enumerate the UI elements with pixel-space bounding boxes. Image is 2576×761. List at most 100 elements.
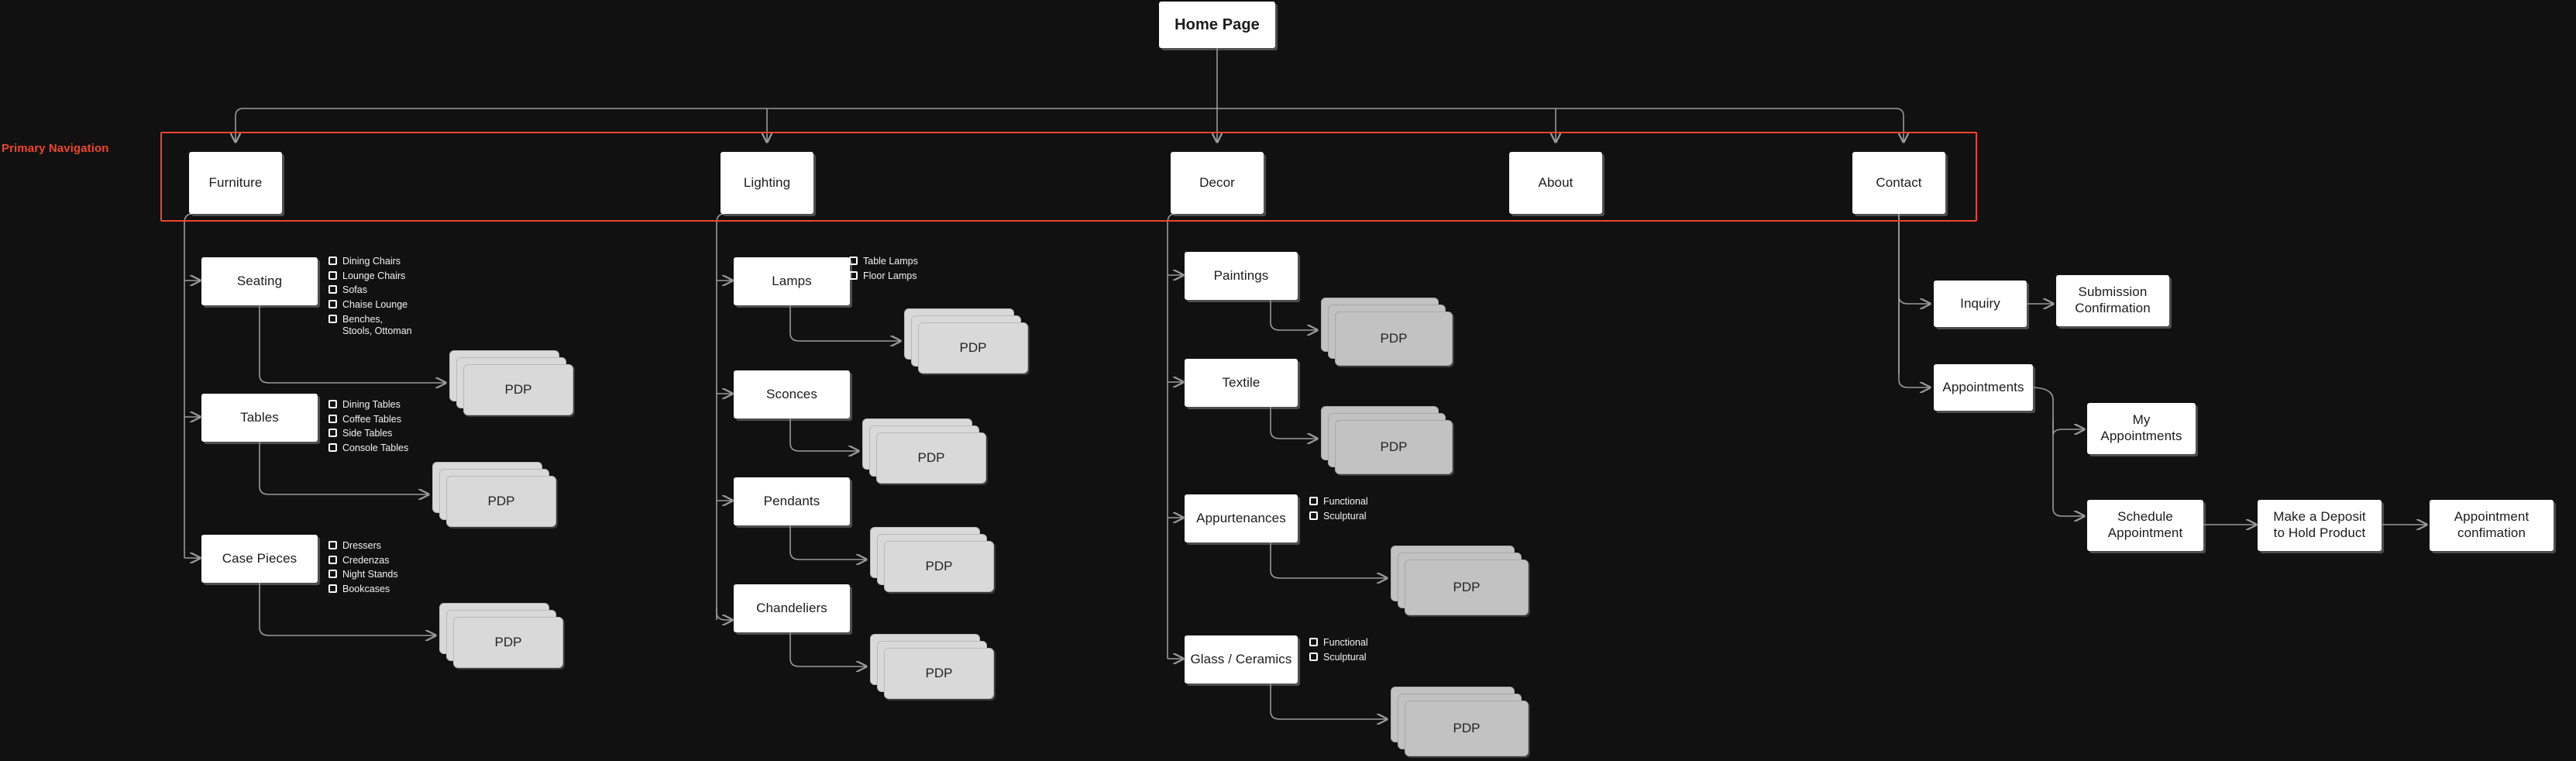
node-tables[interactable]: Tables <box>201 394 318 442</box>
checkbox-icon[interactable] <box>1309 511 1318 520</box>
checkbox-icon[interactable] <box>328 541 337 549</box>
checklist-item[interactable]: Sculptural <box>1309 511 1368 523</box>
checkbox-icon[interactable] <box>328 570 337 579</box>
checkbox-icon[interactable] <box>328 414 337 423</box>
checkbox-icon[interactable] <box>328 257 337 265</box>
checklist-glass-ceramics: Functional Sculptural <box>1309 637 1368 663</box>
node-textile[interactable]: Textile <box>1185 359 1298 407</box>
checkbox-icon[interactable] <box>328 429 337 438</box>
pdp-card-front[interactable]: PDP <box>876 432 986 484</box>
pdp-stack-lamps[interactable]: PDP <box>904 308 1028 374</box>
checkbox-icon[interactable] <box>328 285 337 294</box>
pdp-card-front[interactable]: PDP <box>884 541 994 592</box>
checkbox-icon[interactable] <box>328 555 337 564</box>
checklist-item-label: Sculptural <box>1323 510 1367 522</box>
node-inquiry[interactable]: Inquiry <box>1934 281 2027 327</box>
pdp-card-front[interactable]: PDP <box>884 648 994 699</box>
checklist-item[interactable]: Console Tables <box>328 442 408 455</box>
checkbox-icon[interactable] <box>328 299 337 308</box>
node-home-page[interactable]: Home Page <box>1159 2 1275 48</box>
checklist-item-label: Side Tables <box>342 428 393 439</box>
checklist-lamps: Table Lamps Floor Lamps <box>849 256 918 282</box>
pdp-card-front[interactable]: PDP <box>1405 560 1529 615</box>
checklist-item[interactable]: Side Tables <box>328 428 408 440</box>
node-schedule-appointment[interactable]: Schedule Appointment <box>2087 500 2203 551</box>
checkbox-icon[interactable] <box>328 270 337 280</box>
checklist-item[interactable]: Coffee Tables <box>328 414 408 426</box>
checklist-item[interactable]: Functional <box>1309 637 1368 649</box>
checkbox-icon[interactable] <box>328 584 337 593</box>
node-furniture[interactable]: Furniture <box>189 152 282 214</box>
pdp-stack-textile[interactable]: PDP <box>1321 406 1454 477</box>
checklist-item[interactable]: Night Stands <box>328 569 398 581</box>
checklist-item-label: Sofas <box>342 284 367 296</box>
checkbox-icon[interactable] <box>1309 638 1318 646</box>
pdp-stack-seating[interactable]: PDP <box>449 350 573 415</box>
checklist-case-pieces: Dressers Credenzas Night Stands Bookcase… <box>328 540 398 596</box>
pdp-stack-pendants[interactable]: PDP <box>870 527 994 592</box>
node-submission-confirmation[interactable]: Submission Confirmation <box>2056 275 2169 326</box>
checkbox-icon[interactable] <box>1309 497 1318 505</box>
node-sconces[interactable]: Sconces <box>734 370 850 418</box>
checklist-item[interactable]: Credenzas <box>328 555 398 567</box>
node-pendants[interactable]: Pendants <box>734 477 850 525</box>
pdp-stack-sconces[interactable]: PDP <box>862 418 986 484</box>
checkbox-icon[interactable] <box>328 442 337 452</box>
checklist-item[interactable]: Floor Lamps <box>849 270 918 283</box>
node-my-appointments[interactable]: My Appointments <box>2087 403 2196 454</box>
pdp-card-front[interactable]: PDP <box>1335 312 1453 366</box>
checkbox-icon[interactable] <box>849 257 858 265</box>
node-appointment-confirmation[interactable]: Appointment confimation <box>2430 500 2554 551</box>
node-chandeliers[interactable]: Chandeliers <box>734 584 850 632</box>
checkbox-icon[interactable] <box>849 270 858 280</box>
checklist-item[interactable]: Dining Tables <box>328 399 408 411</box>
checklist-seating: Dining Chairs Lounge Chairs Sofas Chaise… <box>328 256 412 338</box>
checklist-appurtenances: Functional Sculptural <box>1309 496 1368 522</box>
pdp-stack-glass-ceramics[interactable]: PDP <box>1391 687 1530 761</box>
node-about[interactable]: About <box>1509 152 1602 214</box>
checklist-item[interactable]: Dressers <box>328 540 398 553</box>
pdp-card-front[interactable]: PDP <box>446 476 556 527</box>
checkbox-icon[interactable] <box>328 400 337 408</box>
checklist-item[interactable]: Benches, Stools, Ottoman <box>328 314 412 338</box>
checklist-item[interactable]: Dining Chairs <box>328 256 412 268</box>
node-contact[interactable]: Contact <box>1852 152 1945 214</box>
checkbox-icon[interactable] <box>328 314 337 323</box>
checklist-item-label: Lounge Chairs <box>342 270 406 281</box>
node-lamps[interactable]: Lamps <box>734 257 850 305</box>
pdp-stack-case-pieces[interactable]: PDP <box>439 603 563 668</box>
node-appurtenances[interactable]: Appurtenances <box>1185 494 1298 542</box>
pdp-stack-tables[interactable]: PDP <box>432 462 556 527</box>
pdp-card-front[interactable]: PDP <box>453 617 563 668</box>
node-paintings[interactable]: Paintings <box>1185 252 1298 300</box>
checklist-item[interactable]: Lounge Chairs <box>328 270 412 283</box>
pdp-stack-appurtenances[interactable]: PDP <box>1391 546 1530 620</box>
checklist-tables: Dining Tables Coffee Tables Side Tables … <box>328 399 408 455</box>
checklist-item-label: Functional <box>1323 637 1368 648</box>
node-glass-ceramics[interactable]: Glass / Ceramics <box>1185 635 1298 684</box>
pdp-card-front[interactable]: PDP <box>1405 701 1529 756</box>
node-seating[interactable]: Seating <box>201 257 318 305</box>
checklist-item[interactable]: Table Lamps <box>849 256 918 268</box>
checklist-item[interactable]: Sculptural <box>1309 652 1368 664</box>
checklist-item-label: Credenzas <box>342 554 390 566</box>
node-case-pieces[interactable]: Case Pieces <box>201 535 318 583</box>
node-appointments[interactable]: Appointments <box>1934 364 2033 411</box>
checklist-item-label: Table Lamps <box>863 256 918 267</box>
checklist-item[interactable]: Bookcases <box>328 584 398 596</box>
pdp-card-front[interactable]: PDP <box>463 364 573 415</box>
checkbox-icon[interactable] <box>1309 652 1318 661</box>
pdp-stack-chandeliers[interactable]: PDP <box>870 634 994 699</box>
checklist-item-label: Chaise Lounge <box>342 298 408 310</box>
checklist-item[interactable]: Sofas <box>328 284 412 297</box>
pdp-stack-paintings[interactable]: PDP <box>1321 298 1454 369</box>
pdp-card-front[interactable]: PDP <box>918 322 1028 374</box>
checklist-item[interactable]: Chaise Lounge <box>328 299 412 312</box>
checklist-item-label: Dining Chairs <box>342 256 401 267</box>
checklist-item[interactable]: Functional <box>1309 496 1368 508</box>
pdp-card-front[interactable]: PDP <box>1335 420 1453 474</box>
node-decor[interactable]: Decor <box>1171 152 1264 214</box>
node-lighting[interactable]: Lighting <box>721 152 813 214</box>
node-make-deposit[interactable]: Make a Deposit to Hold Product <box>2258 500 2382 551</box>
